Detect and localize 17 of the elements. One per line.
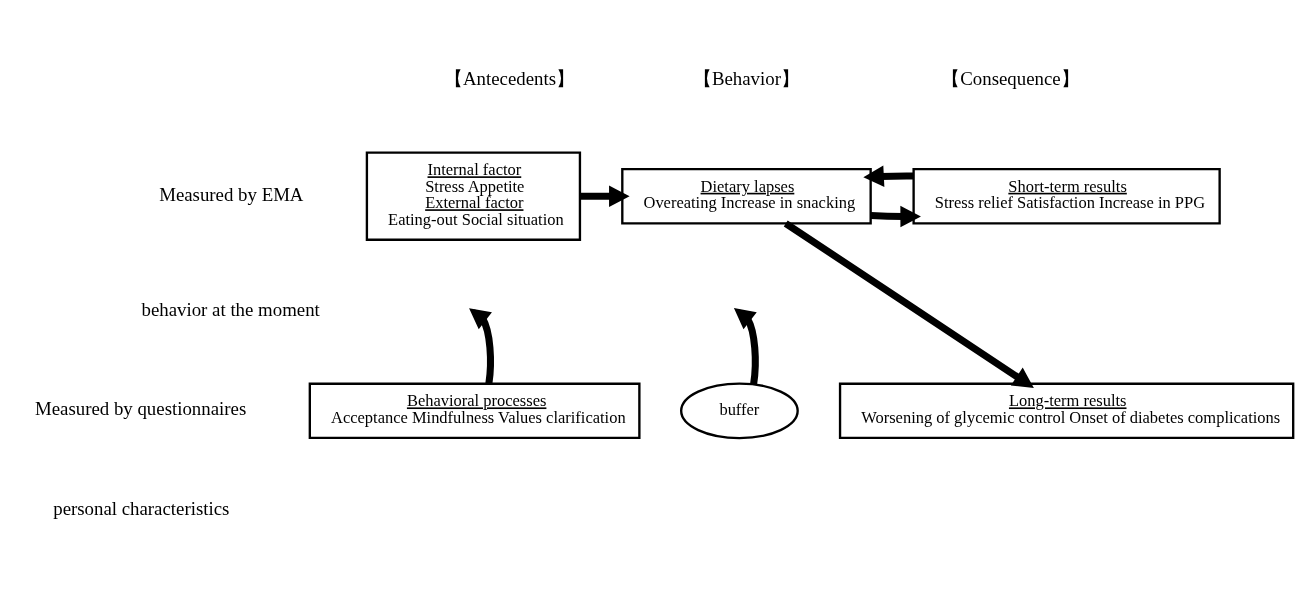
- label: behavior at the moment: [141, 298, 320, 320]
- node-box: Internal factor Stress Appetite External factor Eating-out Social situation: [365, 151, 582, 241]
- label: personal characteristics: [53, 497, 230, 519]
- node-box: Dietary lapses Overeating Increase in snacking: [621, 167, 872, 224]
- label: Measured by EMA: [159, 183, 304, 205]
- label: 【Consequence】: [941, 67, 1080, 89]
- node-box: Behavioral processes Acceptance Mindfulness Values clarification: [308, 382, 641, 439]
- label: 【Antecedents】: [444, 67, 576, 89]
- arrow: [870, 205, 921, 227]
- node-box: Short-term results Stress relief Satisfaction Increase in PPG: [912, 167, 1221, 224]
- arrow: [863, 165, 914, 187]
- node-ellipse: buffer: [680, 381, 799, 439]
- label: 【Behavior】: [692, 67, 800, 89]
- arrow: [580, 184, 630, 207]
- arrow: [783, 220, 1034, 388]
- label: Measured by questionnaires: [34, 397, 247, 419]
- node-box: Long-term results Worsening of glycemic control Onset of diabetes complications: [838, 382, 1295, 439]
